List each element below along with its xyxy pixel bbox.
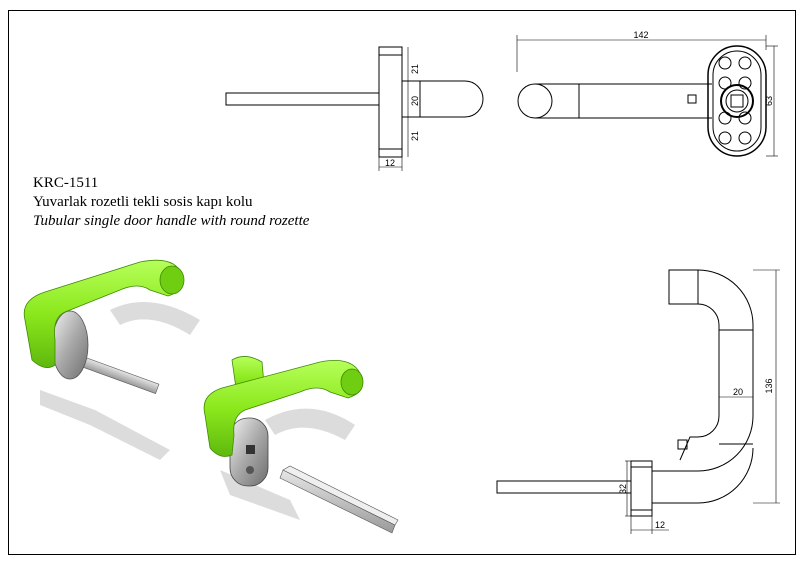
top-view-handle-outline [652, 269, 754, 472]
top-dim-depth: 12 [655, 520, 665, 530]
model-code: KRC-1511 [33, 175, 99, 191]
product-name-english: Tubular single door handle with round ro… [33, 213, 310, 229]
top-view-screw-square [677, 439, 688, 450]
render-left-shadow [40, 390, 170, 460]
front-view-screw-square [687, 94, 697, 104]
render-handle-right [203, 356, 399, 534]
render-handle-left [23, 259, 200, 460]
top-dim-rozette: 32 [618, 484, 628, 494]
side-dim-depth: 12 [385, 158, 395, 168]
side-dim-top: 21 [410, 64, 420, 74]
front-view-handle-end [517, 83, 553, 119]
side-dim-middle: 20 [410, 96, 420, 106]
front-dim-length: 142 [633, 30, 648, 40]
render-right-spindle [279, 469, 396, 534]
front-dim-height: 63 [764, 96, 774, 106]
render-left-rozette [51, 310, 89, 380]
side-view [225, 46, 484, 171]
render-right-lever [203, 359, 364, 457]
side-view-handle [401, 80, 484, 118]
front-view-rozette [707, 45, 767, 157]
front-view-spindle-hub [720, 84, 754, 118]
top-view [496, 269, 780, 534]
side-dim-bottom: 21 [410, 131, 420, 141]
top-view-spindle [496, 480, 632, 494]
side-view-rozette [378, 46, 403, 158]
side-view-spindle [225, 92, 380, 106]
top-dim-height: 136 [764, 378, 774, 393]
front-view [516, 35, 778, 157]
product-name-turkish: Yuvarlak rozetli tekli sosis kapı kolu [33, 194, 253, 210]
drawing-frame [8, 10, 796, 555]
top-dim-width: 20 [733, 387, 743, 397]
top-view-rozette [630, 460, 653, 517]
render-left-lever [23, 259, 184, 368]
front-view-spindle-square [730, 94, 744, 108]
